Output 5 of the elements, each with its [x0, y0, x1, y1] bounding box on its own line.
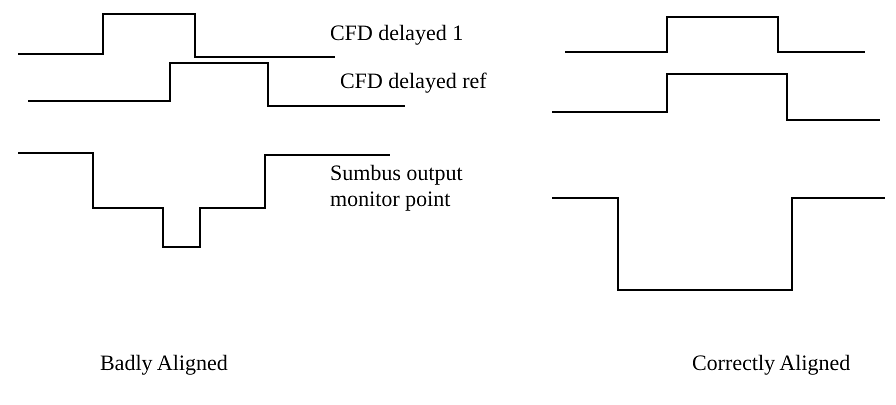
panel-caption: Badly Aligned — [100, 350, 229, 376]
signal-label: CFD delayed 1 — [330, 20, 464, 46]
signal-label: CFD delayed ref — [340, 68, 488, 94]
panel-caption: Correctly Aligned — [692, 350, 852, 376]
signal-label: Sumbus output monitor point — [330, 160, 464, 213]
